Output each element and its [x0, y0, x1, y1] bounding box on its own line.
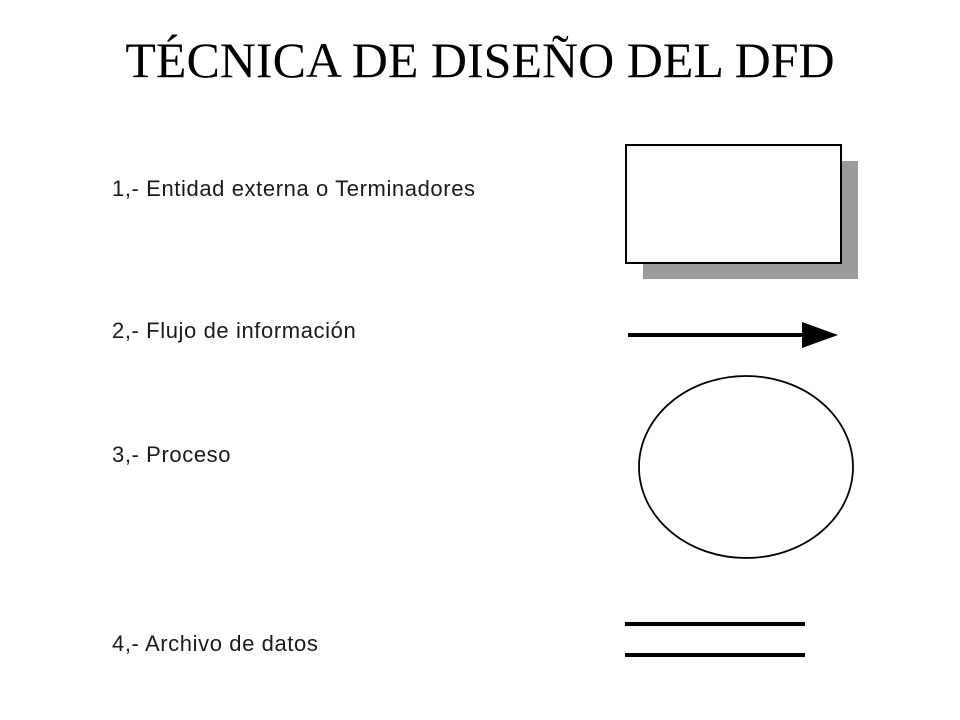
data-flow-arrow-symbol	[628, 322, 838, 348]
process-symbol	[638, 375, 854, 559]
legend-label-data-store: 4,- Archivo de datos	[112, 631, 319, 656]
page-title: TÉCNICA DE DISEÑO DEL DFD	[125, 32, 835, 88]
external-entity-symbol	[625, 144, 858, 279]
legend-label-process: 3,- Proceso	[112, 442, 232, 467]
legend-label-external-entity: 1,- Entidad externa o Terminadores	[112, 176, 476, 201]
legend-label-data-flow: 2,- Flujo de información	[112, 318, 357, 343]
external-entity-box	[625, 144, 842, 264]
data-flow-arrow-head	[802, 322, 838, 348]
data-store-symbol	[625, 622, 805, 657]
process-circle	[638, 375, 854, 559]
